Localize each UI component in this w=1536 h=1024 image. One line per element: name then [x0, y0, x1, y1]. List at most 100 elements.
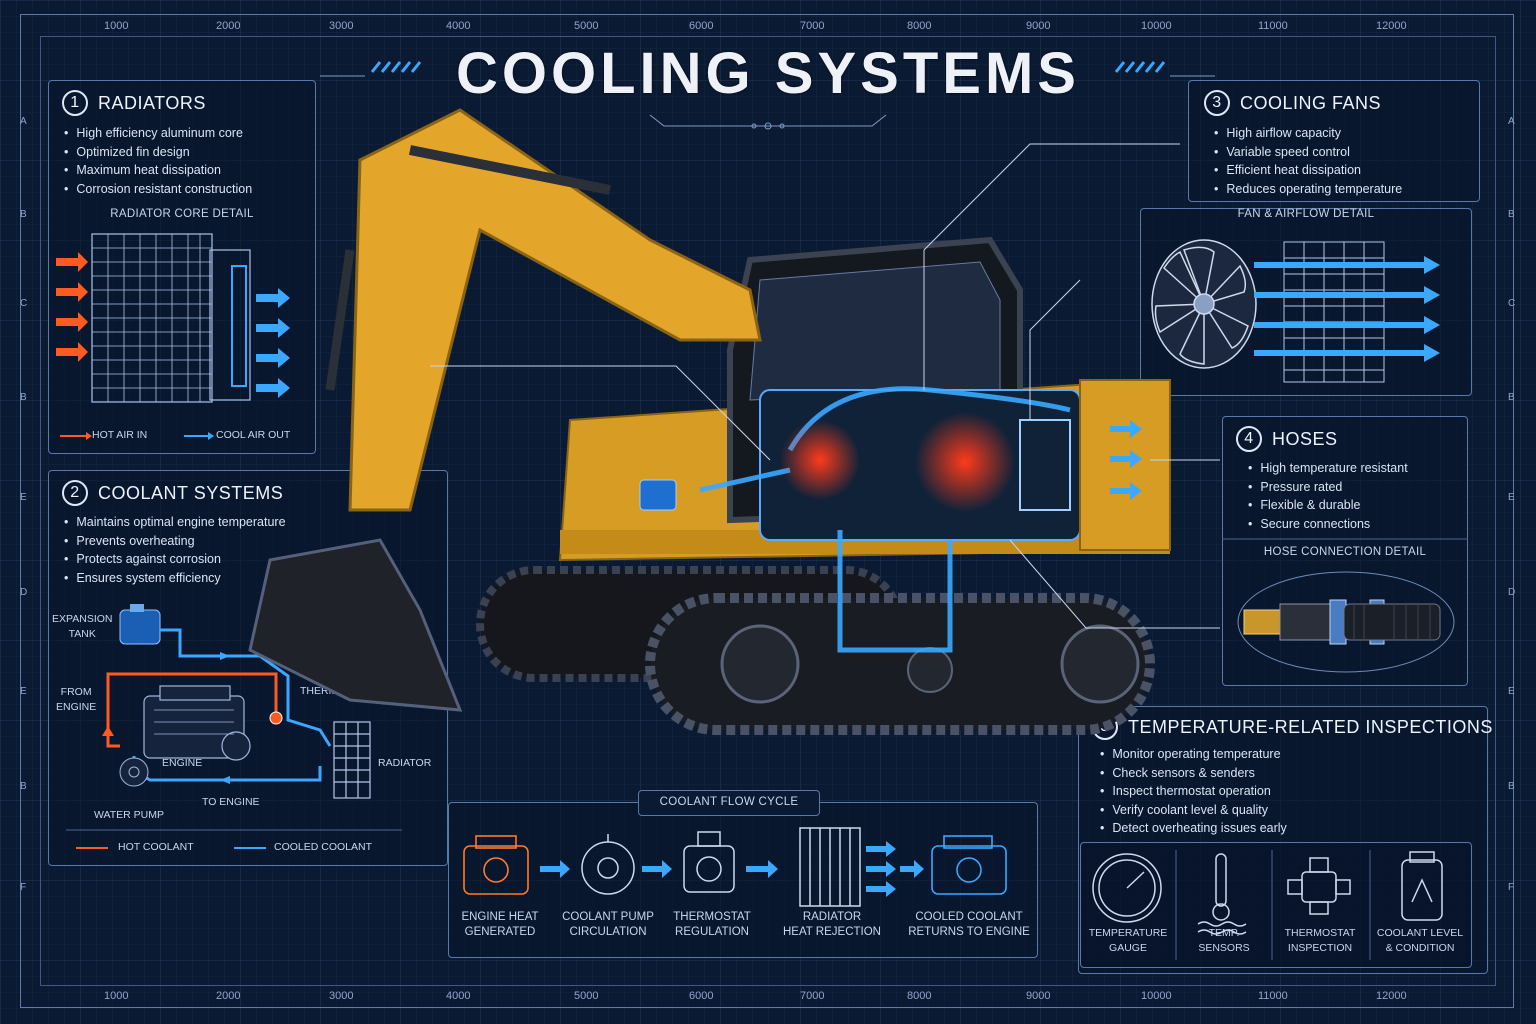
ruler-tick-label: 8000 — [907, 990, 932, 1002]
label-radiator: RADIATOR — [378, 757, 432, 769]
legend-cool-air: COOL AIR OUT — [216, 429, 291, 441]
list-item: Prevents overheating — [64, 532, 286, 551]
hoses-number: 4 — [1236, 426, 1262, 452]
list-item: Check sensors & senders — [1100, 764, 1287, 783]
list-item: High temperature resistant — [1248, 459, 1407, 478]
inspection-temperature-gauge: TEMPERATURE GAUGE — [1088, 927, 1168, 954]
ruler-tick-label: 9000 — [1026, 20, 1051, 32]
label-engine: ENGINE — [162, 757, 203, 769]
list-item: Ensures system efficiency — [64, 569, 286, 588]
list-item: Inspect thermostat operation — [1100, 782, 1287, 801]
coolant-number: 2 — [62, 480, 88, 506]
label-to-engine: TO ENGINE — [202, 796, 260, 808]
radiator-core-detail-title: RADIATOR CORE DETAIL — [110, 208, 254, 220]
inspection-thermostat: THERMOSTAT INSPECTION — [1284, 927, 1356, 954]
ruler-tick-label: 1000 — [104, 990, 129, 1002]
coolant-flow-cycle-title-box — [638, 790, 820, 816]
track-front — [645, 593, 1155, 735]
list-item: Maximum heat dissipation — [64, 161, 252, 180]
ruler-tick-label: 4000 — [446, 990, 471, 1002]
ruler-tick-label: 2000 — [216, 20, 241, 32]
radiators-bullets: High efficiency aluminum core Optimized … — [64, 124, 252, 198]
list-item: Detect overheating issues early — [1100, 819, 1286, 838]
fans-title-text: COOLING FANS — [1240, 92, 1382, 113]
ruler-tick-label: 11000 — [1258, 990, 1288, 1002]
inner-frame — [40, 36, 1496, 986]
legend-hot-air: HOT AIR IN — [92, 429, 148, 441]
ruler-tick-label: 5000 — [574, 20, 599, 32]
ruler-side-label: F — [1508, 882, 1515, 893]
ruler-side-label: E — [1508, 492, 1515, 503]
ruler-tick-label: 6000 — [689, 20, 714, 32]
ruler-side-label: C — [20, 298, 28, 309]
fan-airflow-detail-title: FAN & AIRFLOW DETAIL — [1237, 208, 1375, 220]
ruler-side-label: B — [1508, 392, 1515, 403]
ruler-tick-label: 3000 — [329, 990, 354, 1002]
ruler-tick-label: 4000 — [446, 20, 471, 32]
flow-step-thermostat: THERMOSTAT REGULATION — [673, 911, 751, 938]
list-item: Flexible & durable — [1248, 496, 1408, 515]
inspections-bullets: Monitor operating temperature Check sens… — [1100, 745, 1287, 838]
ruler-tick-label: 9000 — [1026, 990, 1051, 1002]
ruler-tick-label: 5000 — [574, 990, 599, 1002]
list-item: Verify coolant level & quality — [1100, 801, 1287, 820]
inspection-coolant-level: COOLANT LEVEL & CONDITION — [1376, 927, 1464, 954]
flow-step-radiator: RADIATOR HEAT REJECTION — [783, 911, 881, 938]
ruler-tick-label: 8000 — [907, 20, 932, 32]
coolant-bullets: Maintains optimal engine temperature Pre… — [64, 513, 286, 588]
radiators-number: 1 — [62, 90, 88, 116]
ruler-side-label: D — [1508, 587, 1516, 598]
ruler-side-label: F — [20, 882, 27, 893]
list-item: Monitor operating temperature — [1100, 745, 1287, 764]
ruler-tick-label: 11000 — [1258, 20, 1288, 32]
ruler-side-label: E — [20, 686, 27, 697]
inspection-icons — [1092, 850, 1443, 960]
ruler-side-label: A — [1508, 116, 1515, 127]
hoses-divider — [1222, 538, 1468, 540]
ruler-tick-label: 1000 — [104, 20, 129, 32]
hoses-bullets: High temperature resistant Pressure rate… — [1248, 459, 1408, 534]
outer-frame — [20, 14, 1514, 1008]
hose-connection-detail-title: HOSE CONNECTION DETAIL — [1263, 546, 1427, 558]
ruler-side-label: B — [20, 392, 27, 403]
coolant-flow-cycle-panel — [448, 802, 1038, 958]
fans-bullets: High airflow capacity Variable speed con… — [1214, 124, 1402, 198]
ruler-tick-label: 7000 — [800, 990, 825, 1002]
inspection-temp-sensors: TEMP. SENSORS — [1198, 927, 1250, 954]
ruler-tick-label: 12000 — [1376, 990, 1407, 1002]
ruler-side-label: B — [20, 781, 27, 792]
flow-step-cooled-return: COOLED COOLANT RETURNS TO ENGINE — [908, 911, 1030, 938]
page-title: COOLING SYSTEMS — [456, 41, 1080, 106]
ruler-tick-label: 10000 — [1141, 990, 1172, 1002]
list-item: Efficient heat dissipation — [1214, 161, 1402, 180]
ruler-side-label: B — [1508, 209, 1515, 220]
list-item: High efficiency aluminum core — [64, 124, 252, 143]
ruler-tick-label: 3000 — [329, 20, 354, 32]
ruler-side-label: E — [1508, 686, 1515, 697]
ruler-tick-label: 10000 — [1141, 20, 1172, 32]
list-item: Maintains optimal engine temperature — [64, 513, 285, 532]
coolant-title-text: COOLANT SYSTEMS — [98, 482, 284, 503]
flow-step-engine-heat: ENGINE HEAT GENERATED — [461, 911, 539, 938]
ruler-tick-label: 12000 — [1376, 20, 1407, 32]
label-expansion-tank: EXPANSION TANK — [52, 613, 113, 640]
list-item: Protects against corrosion — [64, 550, 286, 569]
legend-cooled-coolant: COOLED COOLANT — [274, 841, 373, 853]
radiator-core-illustration — [56, 233, 290, 403]
list-item: Reduces operating temperature — [1214, 180, 1402, 199]
ruler-tick-label: 6000 — [689, 990, 714, 1002]
ruler-side-label: C — [1508, 298, 1516, 309]
hose-connection-illustration — [1237, 571, 1455, 673]
label-water-pump: WATER PUMP — [94, 809, 164, 821]
fans-number: 3 — [1204, 90, 1230, 116]
ruler-side-label: B — [1508, 781, 1515, 792]
label-from-engine: FROM ENGINE — [56, 686, 97, 713]
ruler-side-label: E — [20, 492, 27, 503]
legend-hot-coolant: HOT COOLANT — [118, 841, 194, 853]
cooling-fans-title: 3 COOLING FANS — [1204, 90, 1381, 116]
ruler-side-label: B — [20, 209, 27, 220]
inspections-title-text: TEMPERATURE-RELATED INSPECTIONS — [1128, 716, 1493, 737]
list-item: Secure connections — [1248, 515, 1408, 534]
fan-airflow-illustration — [1151, 239, 1440, 383]
inspections-items-panel — [1080, 842, 1472, 968]
